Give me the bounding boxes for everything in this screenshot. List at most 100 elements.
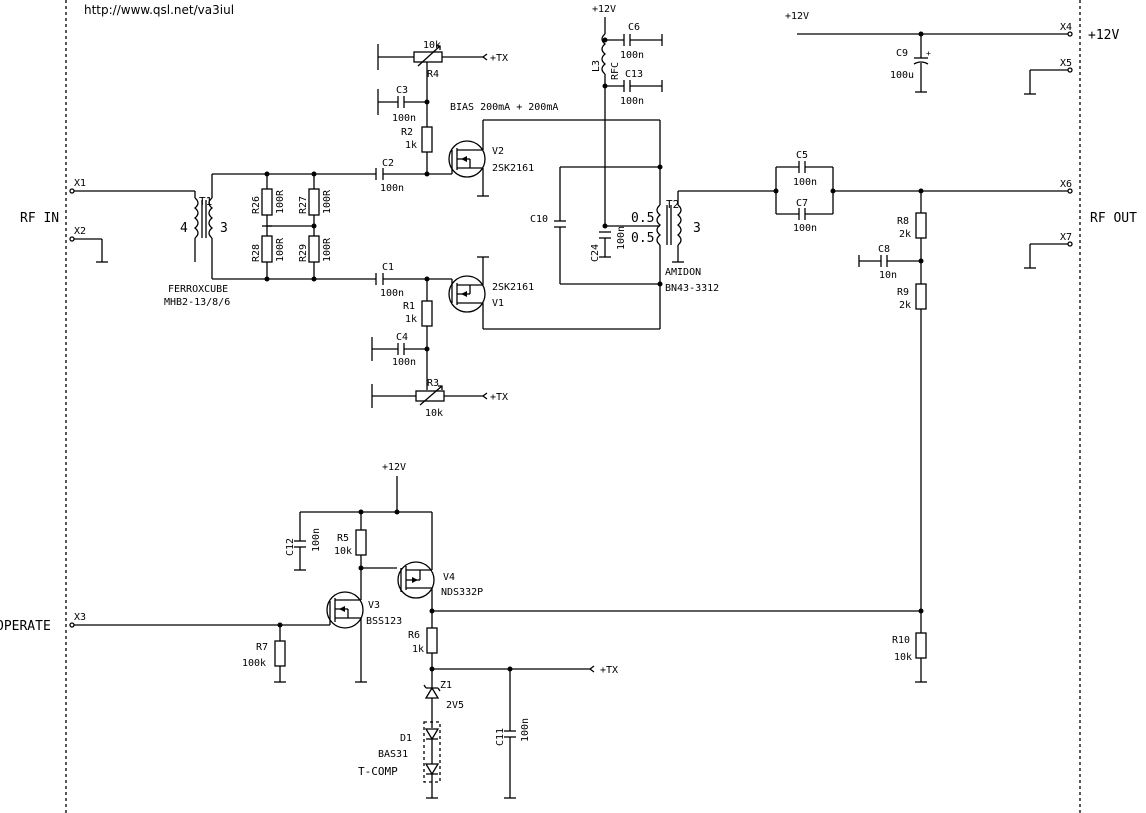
x4-label: X4 — [1060, 22, 1072, 33]
x6-label: X6 — [1060, 179, 1072, 190]
tx-output-network: R6 1k +TX C11 100n Z1 2V5 D1 BAS31 T-COM… — [358, 627, 618, 799]
r28-value: 100R — [275, 237, 286, 262]
r4-name: R4 — [427, 69, 439, 80]
c1-name: C1 — [382, 262, 394, 273]
t1-left-turns: 4 — [180, 221, 188, 236]
x2-label: X2 — [74, 226, 86, 237]
v3-mosfet: V3 BSS123 — [326, 591, 402, 683]
c3-name: C3 — [396, 85, 408, 96]
c5-value: 100n — [793, 177, 817, 188]
c11-name: C11 — [495, 728, 506, 746]
v2-mosfet: V2 2SK2161 — [427, 120, 534, 197]
r10-name: R10 — [892, 635, 910, 646]
c7-value: 100n — [793, 223, 817, 234]
rf-in-label: RF IN — [20, 211, 59, 226]
r8-value: 2k — [899, 229, 911, 240]
t2-transformer: T2 0.5 0.5 3 AMIDON BN43-3312 — [631, 191, 719, 294]
r27-value: 100R — [322, 189, 333, 214]
c10-name: C10 — [530, 214, 548, 225]
r6-value: 1k — [412, 644, 424, 655]
c4-name: C4 — [396, 332, 408, 343]
supply-top-label: +12V — [592, 4, 616, 15]
c13-value: 100n — [620, 96, 644, 107]
x3-label: X3 — [74, 612, 86, 623]
r10-resistor: R10 10k — [892, 608, 927, 683]
c8-value: 10n — [879, 270, 897, 281]
input-connectors: RF IN X1 X2 — [20, 178, 195, 263]
rfc-supply: +12V L3 RFC C6 100n C13 100n — [591, 4, 663, 226]
r3-value: 10k — [425, 408, 443, 419]
c10-c24: C10 C24 100n — [530, 166, 660, 285]
t1-right-turns: 3 — [220, 221, 228, 236]
r2-name: R2 — [401, 127, 413, 138]
r5-name: R5 — [337, 533, 349, 544]
lower-bias-network: R1 1k C4 100n +TX R3 10k — [371, 276, 508, 419]
c2-value: 100n — [380, 183, 404, 194]
r9-value: 2k — [899, 300, 911, 311]
source-url: http://www.qsl.net/va3iul — [84, 3, 234, 17]
rf-out-label: RF OUT — [1090, 211, 1137, 226]
c6-value: 100n — [620, 50, 644, 61]
v4-part: NDS332P — [441, 587, 483, 598]
r8-r9-divider: R8 2k C8 10n R9 2k — [858, 191, 927, 633]
t2-right-turns: 3 — [693, 221, 701, 236]
plus12v-port-label: +12V — [1088, 28, 1119, 43]
v1-mosfet: 2SK2161 V1 — [427, 256, 534, 329]
r3-tx-label: +TX — [490, 392, 508, 403]
d1-name: D1 — [400, 733, 412, 744]
c1-capacitor: C1 100n — [375, 262, 427, 299]
v2-name: V2 — [492, 146, 504, 157]
r6-name: R6 — [408, 630, 420, 641]
t2-name: T2 — [666, 198, 679, 211]
power-input: +12V X4 +12V + C9 100u X5 — [785, 11, 1119, 95]
c7-name: C7 — [796, 198, 808, 209]
t1-core-part: MHB2-13/8/6 — [164, 297, 230, 308]
z1-value: 2V5 — [446, 700, 464, 711]
v1-part: 2SK2161 — [492, 282, 534, 293]
r7-value: 100k — [242, 658, 266, 669]
operate-label: OPERATE — [0, 619, 51, 634]
bias-note: BIAS 200mA + 200mA — [450, 102, 558, 113]
tx-switch-section: +12V C12 100n R5 10k — [285, 462, 432, 598]
r1-name: R1 — [403, 301, 415, 312]
c6-name: C6 — [628, 22, 640, 33]
output-caps: C5 100n C7 100n — [678, 150, 836, 234]
c11-value: 100n — [520, 718, 531, 742]
t2-core-part: BN43-3312 — [665, 283, 719, 294]
z1-name: Z1 — [440, 680, 452, 691]
upper-bias-network: +TX 10k R4 C3 100n R2 1k — [377, 40, 508, 177]
c24-name: C24 — [590, 244, 601, 262]
c2-name: C2 — [382, 158, 394, 169]
l3-name: L3 — [591, 60, 602, 72]
t2-ratio-b: 0.5 — [631, 231, 654, 246]
x1-label: X1 — [74, 178, 86, 189]
v2-part: 2SK2161 — [492, 163, 534, 174]
c2-capacitor: C2 100n — [375, 158, 427, 194]
r4-value: 10k — [423, 40, 441, 51]
r28-name: R28 — [251, 244, 262, 262]
v4-mosfet: V4 NDS332P — [397, 512, 483, 628]
rfc-label: RFC — [610, 62, 621, 80]
r3-name: R3 — [427, 378, 439, 389]
operate-input: OPERATE X3 R7 100k — [0, 612, 330, 683]
v1-name: V1 — [492, 298, 504, 309]
svg-text:+: + — [926, 49, 931, 58]
r5-value: 10k — [334, 546, 352, 557]
c9-name: C9 — [896, 48, 908, 59]
c13-name: C13 — [625, 69, 643, 80]
c9-value: 100u — [890, 70, 914, 81]
c12-value: 100n — [311, 528, 322, 552]
c5-name: C5 — [796, 150, 808, 161]
supply-bottom-label: +12V — [382, 462, 406, 473]
r4-tx-label: +TX — [490, 53, 508, 64]
t1-transformer: T1 4 3 FERROXCUBE MHB2-13/8/6 — [164, 174, 230, 308]
v3-part: BSS123 — [366, 616, 402, 627]
v3-name: V3 — [368, 600, 380, 611]
r27-name: R27 — [298, 196, 309, 214]
r8-name: R8 — [897, 216, 909, 227]
x5-label: X5 — [1060, 58, 1072, 69]
r10-value: 10k — [894, 652, 912, 663]
c3-value: 100n — [392, 113, 416, 124]
r27-r29-divider: R27 100R R29 100R — [267, 171, 333, 282]
r29-name: R29 — [298, 244, 309, 262]
